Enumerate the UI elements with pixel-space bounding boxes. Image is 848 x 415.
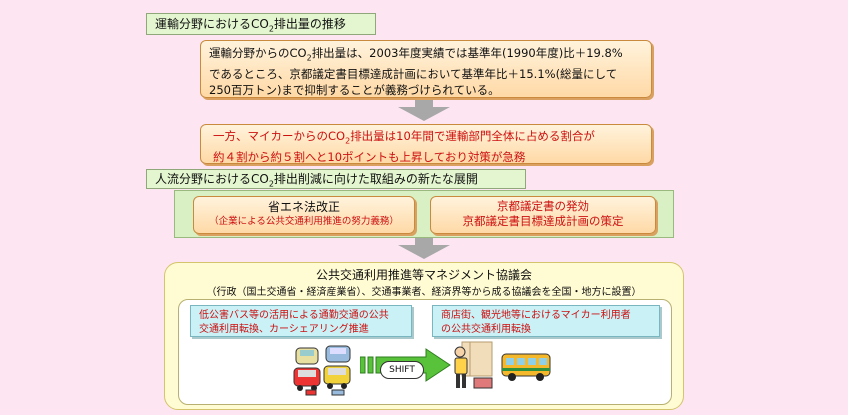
section1-title-sub: 2	[268, 24, 274, 34]
commuter-initiative-line1: 低公害バス等の活用による通勤交通の公共	[199, 310, 389, 321]
commuter-initiative-line2: 交通利用転換、カーシェアリング推進	[199, 324, 369, 335]
emission-status-line1-pre: 運輸分野からのCO	[209, 46, 307, 60]
emission-status-line3: 250百万トン)まで抑制することが義務づけられている。	[209, 83, 500, 98]
emission-status-line2: であるところ、京都議定書目標達成計画において基準年比＋15.1%(総量にして	[209, 67, 618, 82]
section1-header: 運輸分野におけるCO2排出量の推移	[146, 13, 376, 35]
down-arrow-2-stem	[415, 238, 433, 245]
kyoto-line2: 京都議定書目標達成計画の策定	[462, 214, 624, 228]
mycar-emission-box: 一方、マイカーからのCO2排出量は10年間で運輸部門全体に占める割合が 約４割か…	[200, 124, 652, 164]
energy-law-title: 省エネ法改正	[267, 200, 340, 214]
section1-title-post: 排出量の推移	[273, 17, 346, 31]
section2-title-sub: 2	[268, 179, 274, 189]
down-arrow-1-icon	[398, 107, 450, 121]
shopping-initiative-box: 商店街、観光地等におけるマイカー利用者 の公共交通利用転換	[432, 305, 660, 337]
shopping-initiative-line1: 商店街、観光地等におけるマイカー利用者	[441, 310, 631, 321]
car-traffic-icon	[293, 345, 351, 396]
down-arrow-1-stem	[415, 100, 433, 108]
energy-law-box: 省エネ法改正 （企業による公共交通利用推進の努力義務）	[193, 196, 415, 234]
section2-header: 人流分野におけるCO2排出削減に向けた取組みの新たな展開	[146, 169, 526, 189]
mycar-line2: 約４割から約５割へと10ポイントも上昇しており対策が急務	[213, 150, 526, 165]
section1-title-pre: 運輸分野におけるCO	[155, 17, 269, 31]
shift-label: SHIFT	[380, 361, 424, 379]
emission-status-box: 運輸分野からのCO2排出量は、2003年度実績では基準年(1990年度)比＋19…	[200, 40, 652, 98]
emission-status-line1-sub: 2	[306, 53, 312, 63]
section2-title-post: 排出削減に向けた取組みの新たな展開	[273, 172, 478, 186]
down-arrow-2-icon	[398, 245, 450, 259]
kyoto-box: 京都議定書の発効 京都議定書目標達成計画の策定	[430, 196, 656, 234]
energy-law-subtitle: （企業による公共交通利用推進の努力義務）	[209, 216, 399, 227]
emission-status-line1: 運輸分野からのCO2排出量は、2003年度実績では基準年(1990年度)比＋19…	[209, 45, 643, 66]
kyoto-line1: 京都議定書の発効	[497, 199, 589, 213]
bus-icon	[501, 353, 551, 381]
shopping-initiative-line2: の公共交通利用転換	[441, 324, 531, 335]
council-subtitle: （行政（国土交通省・経済産業省）、交通事業者、経済界等から成る協議会を全国・地方…	[206, 287, 642, 298]
section2-title-pre: 人流分野におけるCO	[155, 172, 269, 186]
mycar-line1-sub: 2	[345, 136, 351, 146]
mycar-line1-pre: 一方、マイカーからのCO	[213, 129, 346, 143]
mycar-line1: 一方、マイカーからのCO2排出量は10年間で運輸部門全体に占める割合が	[213, 128, 639, 149]
commuter-initiative-box: 低公害バス等の活用による通勤交通の公共 交通利用転換、カーシェアリング推進	[190, 305, 412, 337]
person-at-station-icon	[454, 341, 493, 389]
emission-status-line1-post: 排出量は、2003年度実績では基準年(1990年度)比＋19.8%	[311, 46, 623, 60]
council-title: 公共交通利用推進等マネジメント協議会	[315, 268, 532, 282]
mycar-line1-post: 排出量は10年間で運輸部門全体に占める割合が	[350, 129, 595, 143]
